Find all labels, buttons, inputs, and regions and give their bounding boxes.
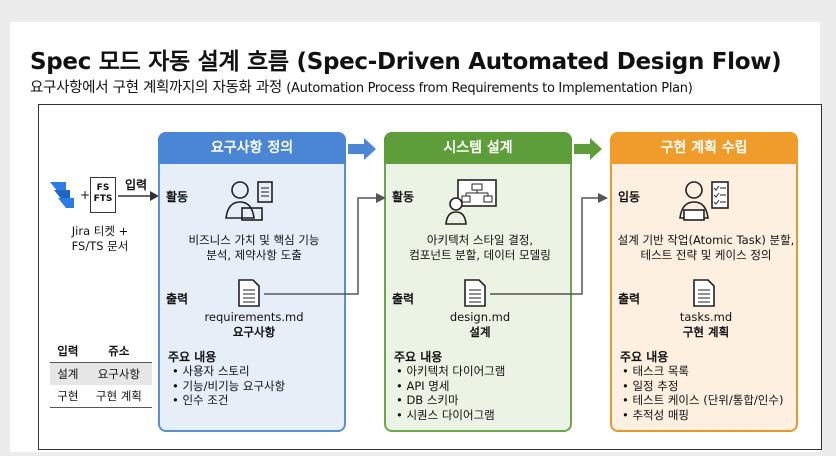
legend-header: 쥬소: [85, 340, 152, 363]
design-activity-label: 활동: [392, 190, 415, 204]
input-plus: +: [80, 188, 91, 202]
plan-activity-text: 설계 기반 작업(Atomic Task) 분할, 테스트 전략 및 케이스 정…: [617, 233, 795, 262]
stage-arrow-1: [348, 138, 376, 160]
analyst-person-icon: [225, 181, 273, 221]
design-contents-label: 주요 내용: [394, 350, 443, 364]
stage-requirements-header: 요구사항 정의: [158, 132, 346, 164]
table-row: 설계 요구사항: [50, 362, 152, 385]
list-item: 기능/비기능 요구사항: [172, 379, 285, 394]
list-item: 일정 추정: [622, 379, 783, 394]
subtitle-korean: 요구사항에서 구현 계획까지의 자동화 과정: [30, 80, 282, 96]
input-caption: Jira 티켓 + FS/TS 문서: [71, 224, 129, 253]
stage-system-design-header: 시스템 설계: [384, 132, 572, 164]
table-row: 구현 구현 계획: [50, 385, 152, 408]
page-subtitle: 요구사항에서 구현 계획까지의 자동화 과정 (Automation Proce…: [30, 76, 693, 97]
page-title: Spec 모드 자동 설계 흐름 (Spec-Driven Automated …: [30, 49, 782, 75]
requirements-activity-text: 비즈니스 가치 및 핵심 기능 분석, 제약사항 도출: [188, 233, 320, 262]
subtitle-english: (Automation Process from Requirements to…: [286, 81, 693, 96]
plan-output-label: 출력: [618, 292, 641, 306]
jira-logo-icon: [50, 182, 74, 208]
list-item: 테스트 케이스 (단위/통합/인수): [622, 393, 783, 408]
design-contents-list: 아키텍처 다이어그램 API 명세 DB 스키마 시퀀스 다이어그램: [396, 364, 505, 422]
file-icon: [238, 279, 260, 307]
design-output-name: 설계: [469, 325, 491, 339]
requirements-output-name: 요구사항: [232, 325, 276, 339]
list-item: 추적성 매핑: [622, 408, 783, 423]
plan-activity-label: 입동: [618, 190, 641, 204]
output-flow-connectors: [264, 193, 608, 295]
plan-output-file: tasks.md: [679, 310, 733, 324]
plan-output-name: 구현 계획: [682, 325, 730, 339]
plan-contents-list: 태스크 목록 일정 추정 테스트 케이스 (단위/통합/인수) 추적성 매핑: [622, 364, 783, 422]
list-item: API 명세: [396, 379, 505, 394]
document-icon: FS FTS: [90, 177, 116, 213]
file-icon: [464, 279, 486, 307]
requirements-activity-label: 활동: [166, 190, 189, 204]
list-item: 사용자 스토리: [172, 364, 285, 379]
stage-arrow-2: [574, 138, 602, 160]
legend-table: 입력 쥬소 설계 요구사항 구현 구현 계획: [50, 340, 152, 408]
planner-checklist-icon: [679, 181, 729, 221]
file-icon: [693, 279, 715, 307]
design-activity-text: 아키텍처 스타일 결정, 컴포넌트 분할, 데이터 모델링: [409, 233, 551, 262]
input-arrow: [118, 191, 159, 201]
stage-implementation-plan-header: 구현 계획 수립: [610, 132, 798, 164]
design-output-file: design.md: [449, 310, 511, 324]
plan-contents-label: 주요 내용: [620, 350, 669, 364]
requirements-contents-list: 사용자 스토리 기능/비기능 요구사항 인수 조건: [172, 364, 285, 408]
architect-whiteboard-icon: [445, 179, 497, 225]
requirements-output-file: requirements.md: [204, 310, 304, 324]
legend-header: 입력: [50, 340, 86, 363]
design-output-label: 출력: [392, 292, 415, 306]
requirements-contents-label: 주요 내용: [168, 350, 217, 364]
list-item: 아키텍처 다이어그램: [396, 364, 505, 379]
list-item: 인수 조건: [172, 393, 285, 408]
list-item: 시퀀스 다이어그램: [396, 408, 505, 423]
list-item: 태스크 목록: [622, 364, 783, 379]
list-item: DB 스키마: [396, 393, 505, 408]
input-label: 입력: [125, 178, 148, 192]
requirements-output-label: 출력: [166, 292, 189, 306]
